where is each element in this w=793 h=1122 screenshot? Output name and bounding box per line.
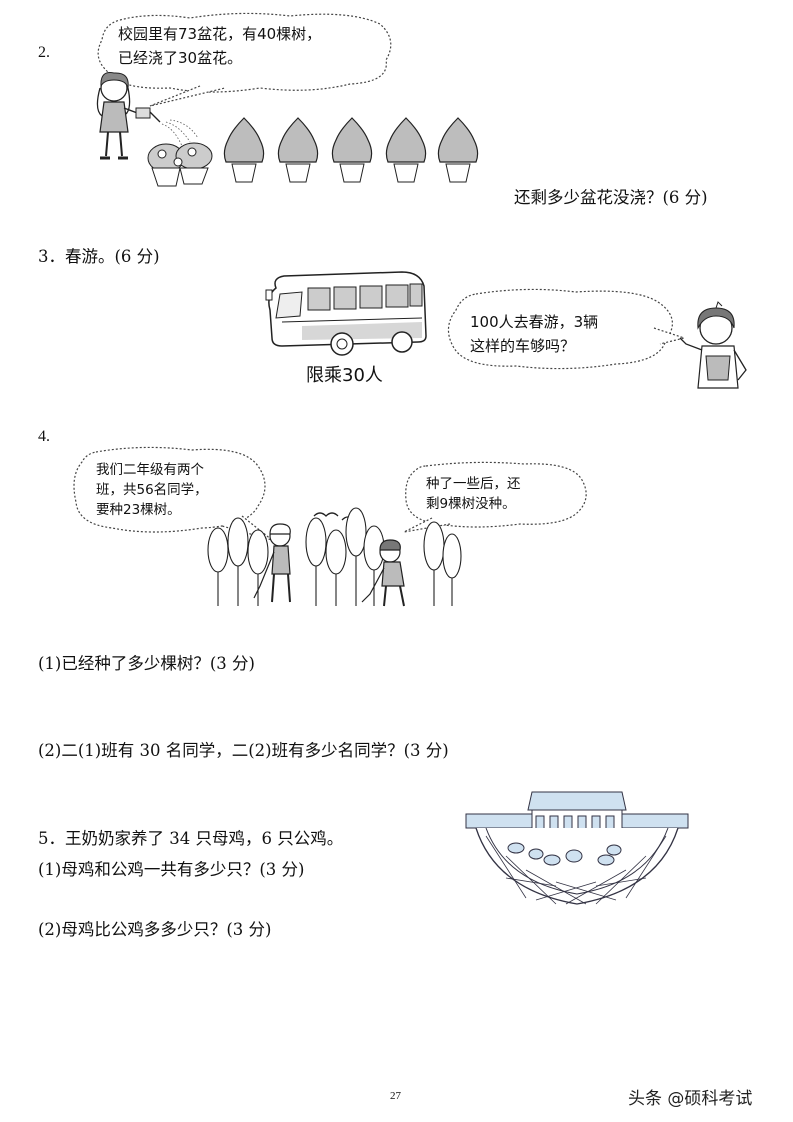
potted-tree-3 (331, 117, 373, 183)
tree-icon (227, 517, 249, 606)
potted-tree-4 (385, 117, 427, 183)
boy-planting-tree-icon (253, 523, 291, 603)
tree-icon (305, 517, 327, 606)
bus-capacity-caption: 限乘30人 (306, 365, 383, 386)
q4-sub-question-2: (2)二(1)班有 30 名同学，二(2)班有多少名同学？(3 分) (38, 741, 449, 760)
potted-flower-icon (147, 142, 213, 187)
question-3-title: 3．春游。(6 分) (38, 247, 160, 266)
tree-icon (247, 529, 269, 606)
tree-icon (363, 525, 385, 606)
question-5-title: 5．王奶奶家养了 34 只母鸡，6 只公鸡。 (38, 829, 344, 848)
water-drops (161, 119, 199, 147)
girl-pointing-icon (679, 301, 747, 389)
potted-tree-2 (277, 117, 319, 183)
q4-left-bubble-line-2: 班，共56名同学， (96, 482, 208, 498)
question-2-number: 2. (38, 44, 50, 61)
q2-bubble-line-1: 校园里有73盆花，有40棵树， (118, 25, 322, 43)
bus-icon (265, 271, 427, 356)
question-4-number: 4. (38, 428, 50, 445)
q4-left-bubble-line-1: 我们二年级有两个 (96, 462, 204, 478)
tree-icon (207, 527, 229, 606)
q2-speech-bubble (97, 12, 392, 107)
q4-sub-question-1: (1)已经种了多少棵树？(3 分) (38, 654, 255, 673)
potted-tree-5 (437, 117, 479, 183)
q2-question: 还剩多少盆花没浇？(6 分) (514, 188, 708, 207)
tree-icon (345, 507, 367, 606)
q4-right-bubble-line-1: 种了一些后，还 (426, 476, 521, 492)
potted-trees-row (223, 117, 479, 183)
q2-bubble-line-2: 已经浇了30盆花。 (118, 49, 243, 67)
tree-icon (325, 529, 347, 606)
page-number: 27 (390, 1090, 401, 1102)
chicken-icon (507, 842, 622, 866)
tree-planting-scene (207, 507, 462, 607)
potted-tree-1 (223, 117, 265, 183)
q3-bubble-line-1: 100人去春游，3辆 (470, 313, 599, 331)
q4-right-speech-bubble (403, 461, 587, 533)
q4-right-bubble-line-2: 剩9棵树没种。 (426, 496, 516, 512)
tree-icon (442, 533, 462, 606)
chicken-coop-icon (465, 791, 689, 905)
boy-planting-tree-icon (361, 539, 405, 607)
q5-sub-question-2: (2)母鸡比公鸡多多少只？(3 分) (38, 920, 272, 939)
girl-watering-flowers-icon (96, 72, 161, 160)
q3-bubble-line-2: 这样的车够吗？ (470, 337, 576, 355)
watermark: 头条 @硕科考试 (628, 1089, 753, 1109)
q4-left-bubble-line-3: 要种23棵树。 (96, 502, 181, 518)
q5-sub-question-1: (1)母鸡和公鸡一共有多少只？(3 分) (38, 860, 305, 879)
q3-speech-bubble (447, 288, 687, 370)
tree-icon (423, 521, 445, 606)
